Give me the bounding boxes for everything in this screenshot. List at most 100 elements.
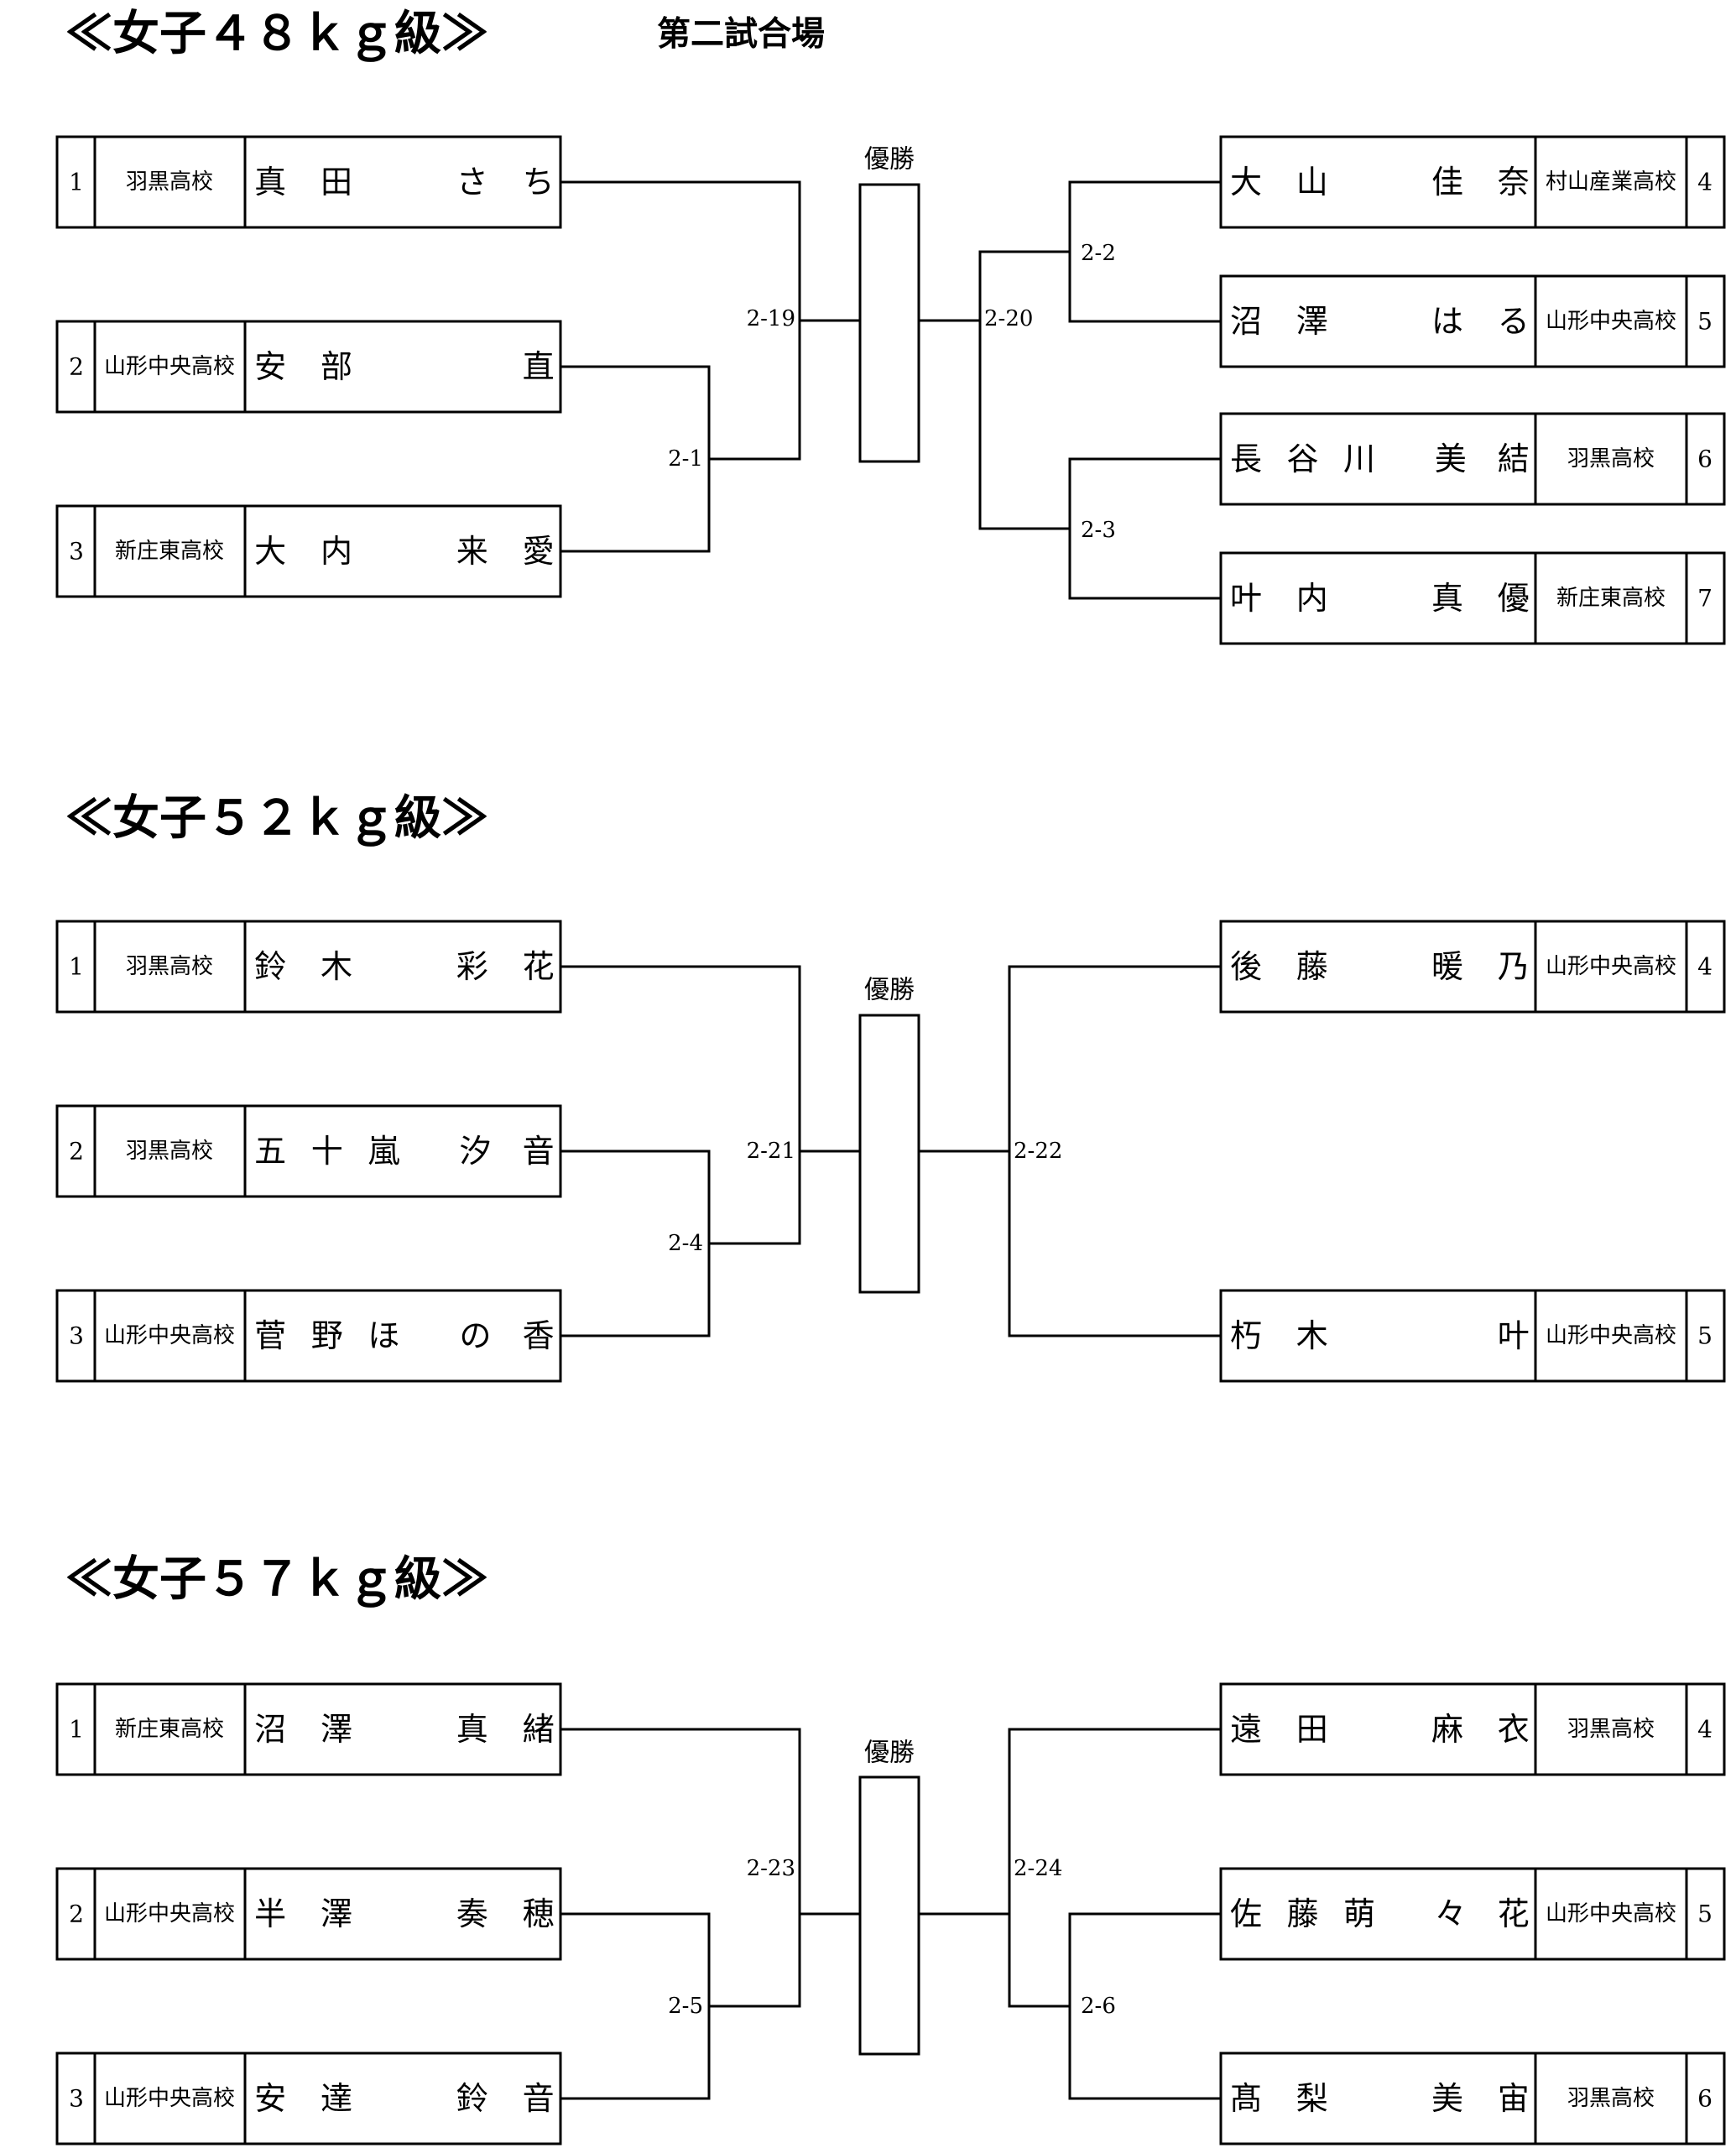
match-number: 2-2 [1081, 241, 1116, 266]
name-char: 菅 [254, 1317, 286, 1354]
seed-number: 5 [1697, 1322, 1713, 1350]
seed-number: 1 [69, 1716, 84, 1744]
name-char: 直 [523, 348, 555, 385]
name-char: は [1431, 303, 1463, 340]
school-name: 山形中央高校 [1546, 954, 1676, 979]
winner-box [858, 1775, 920, 2056]
winner-label: 優勝 [864, 145, 915, 175]
name-char: 真 [254, 164, 286, 201]
name-char: 鈴 [456, 2080, 488, 2117]
name-char: ち [523, 164, 555, 201]
name-char: 真 [1431, 580, 1463, 617]
name-char: 結 [1498, 441, 1530, 477]
name-char: 々 [1435, 1895, 1467, 1932]
school-name: 羽黒高校 [126, 169, 213, 195]
name-char: 衣 [1498, 1711, 1530, 1748]
name-char: 髙 [1230, 2080, 1262, 2117]
school-name: 山形中央高校 [1546, 1901, 1676, 1926]
name-char: 澤 [321, 1711, 352, 1748]
seed-number: 3 [69, 2085, 84, 2113]
seed-number: 2 [69, 1138, 84, 1165]
winner-label: 優勝 [864, 976, 915, 1005]
school-name: 羽黒高校 [126, 1139, 213, 1164]
name-char: 川 [1343, 441, 1375, 477]
name-char: 藤 [1296, 948, 1328, 985]
weight-class-title: ≪女子５２ｋｇ級≫ [65, 790, 488, 847]
venue-label: 第二試合場 [657, 14, 825, 54]
name-char: 澤 [321, 1895, 352, 1932]
bracket-line [560, 965, 801, 1245]
school-name: 山形中央高校 [104, 354, 235, 379]
name-char: 佐 [1230, 1895, 1262, 1932]
name-char: る [1498, 303, 1530, 340]
seed-number: 3 [69, 538, 84, 566]
name-char: 音 [523, 1133, 555, 1170]
name-char: 叶 [1498, 1317, 1530, 1354]
name-char: 美 [1431, 2080, 1463, 2117]
school-name: 新庄東高校 [115, 1717, 224, 1742]
name-char: 叶 [1230, 580, 1262, 617]
name-char: 後 [1230, 948, 1262, 985]
school-name: 羽黒高校 [1567, 1717, 1655, 1742]
school-name: 山形中央高校 [104, 1323, 235, 1348]
name-char: 鈴 [254, 948, 286, 985]
seed-number: 4 [1697, 953, 1713, 981]
name-char: 谷 [1286, 441, 1318, 477]
bracket-line [1008, 1728, 1221, 2008]
entry-row: 後藤 暖乃山形中央高校 4 [1219, 920, 1726, 1014]
seed-number: 3 [69, 1322, 84, 1350]
name-char: 優 [1498, 580, 1530, 617]
name-char: 美 [1435, 441, 1467, 477]
school-name: 新庄東高校 [115, 539, 224, 564]
school-name: 羽黒高校 [1567, 2086, 1655, 2111]
name-char: の [459, 1317, 491, 1354]
name-char: 暖 [1431, 948, 1463, 985]
entry-row: 朽木 叶山形中央高校 5 [1219, 1289, 1726, 1383]
match-number: 2-21 [747, 1139, 795, 1164]
name-char: 沼 [1230, 303, 1262, 340]
match-number: 2-5 [668, 1994, 703, 2019]
name-char: 奏 [456, 1895, 488, 1932]
name-char: 彩 [456, 948, 488, 985]
weight-class-title: ≪女子４８ｋｇ級≫ [65, 6, 488, 62]
name-char: 乃 [1498, 948, 1530, 985]
name-char: 十 [311, 1133, 343, 1170]
name-char: 音 [523, 2080, 555, 2117]
name-char: 萌 [1343, 1895, 1375, 1932]
name-char: 真 [456, 1711, 488, 1748]
name-char: 沼 [254, 1711, 286, 1748]
match-number: 2-23 [747, 1856, 795, 1881]
school-name: 山形中央高校 [1546, 1323, 1676, 1348]
match-number: 2-4 [668, 1231, 703, 1256]
name-char: 半 [254, 1895, 286, 1932]
seed-number: 1 [69, 953, 84, 981]
match-number: 2-19 [747, 306, 795, 331]
school-name: 山形中央高校 [104, 2086, 235, 2111]
winner-label: 優勝 [864, 1739, 915, 1768]
winner-box [858, 183, 920, 463]
name-char: 穂 [523, 1895, 555, 1932]
name-char: 朽 [1230, 1317, 1262, 1354]
name-char: 奈 [1498, 164, 1530, 201]
name-char: 梨 [1296, 2080, 1328, 2117]
name-char: 緒 [523, 1711, 555, 1748]
bracket-line [978, 250, 1070, 530]
name-char: 山 [1296, 164, 1328, 201]
school-name: 羽黒高校 [126, 954, 213, 979]
entry-row: 1 新庄東高校 沼澤 真緒 [55, 1682, 562, 1776]
seed-number: 5 [1697, 308, 1713, 336]
name-char: 木 [1296, 1317, 1328, 1354]
name-char: 佳 [1431, 164, 1463, 201]
school-name: 山形中央高校 [1546, 309, 1676, 334]
